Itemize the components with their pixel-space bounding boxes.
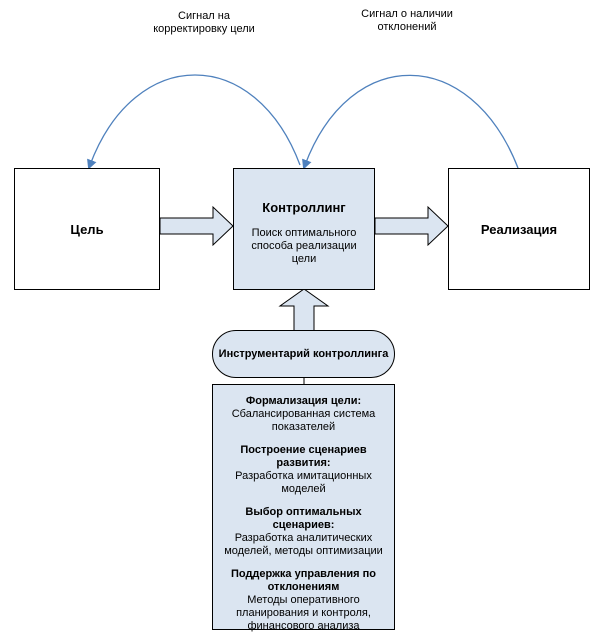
controlling-subtitle: Поиск оптимального способа реализации це… — [251, 227, 357, 265]
section-title: Формализация цели: — [245, 395, 362, 407]
section-title: Выбор оптимальных сценариев: — [245, 506, 362, 531]
realization-label: Реализация — [480, 221, 558, 237]
section-scenario-selection: Выбор оптимальных сценариев: Разработка … — [217, 506, 390, 558]
correction-signal-arc — [87, 74, 301, 170]
section-body: Сбалансированная система показателей — [231, 408, 376, 433]
section-scenario-building: Построение сценариев развития: Разработк… — [217, 444, 390, 496]
goal-box: Цель — [14, 168, 160, 290]
deviation-signal-label: Сигнал о наличии отклонений — [361, 8, 453, 33]
goal-label: Цель — [70, 221, 104, 237]
section-body: Методы оперативного планирования и контр… — [236, 594, 371, 632]
correction-signal-label: Сигнал на корректировку цели — [153, 10, 255, 35]
section-body: Разработка аналитических моделей, методы… — [224, 532, 383, 557]
section-goal-formalization: Формализация цели: Сбалансированная сист… — [217, 395, 390, 434]
goal-to-controlling-arrow — [159, 205, 234, 247]
toolkit-to-controlling-arrow — [278, 288, 330, 330]
controlling-to-realization-arrow — [374, 205, 449, 247]
controlling-title: Контроллинг — [262, 200, 346, 215]
section-title: Построение сценариев развития: — [240, 444, 367, 469]
section-title: Поддержка управления по отклонениям — [230, 568, 377, 593]
deviation-signal-arc — [302, 74, 519, 170]
controlling-box: Контроллинг Поиск оптимального способа р… — [233, 168, 375, 290]
realization-box: Реализация — [448, 168, 590, 290]
section-body: Разработка имитационных моделей — [235, 470, 372, 495]
section-deviation-management: Поддержка управления по отклонениям Мето… — [217, 568, 390, 633]
toolkit-pill: Инструментарий контроллинга — [212, 330, 395, 378]
toolkit-methods-box: Формализация цели: Сбалансированная сист… — [212, 384, 395, 633]
toolkit-label: Инструментарий контроллинга — [218, 348, 389, 360]
